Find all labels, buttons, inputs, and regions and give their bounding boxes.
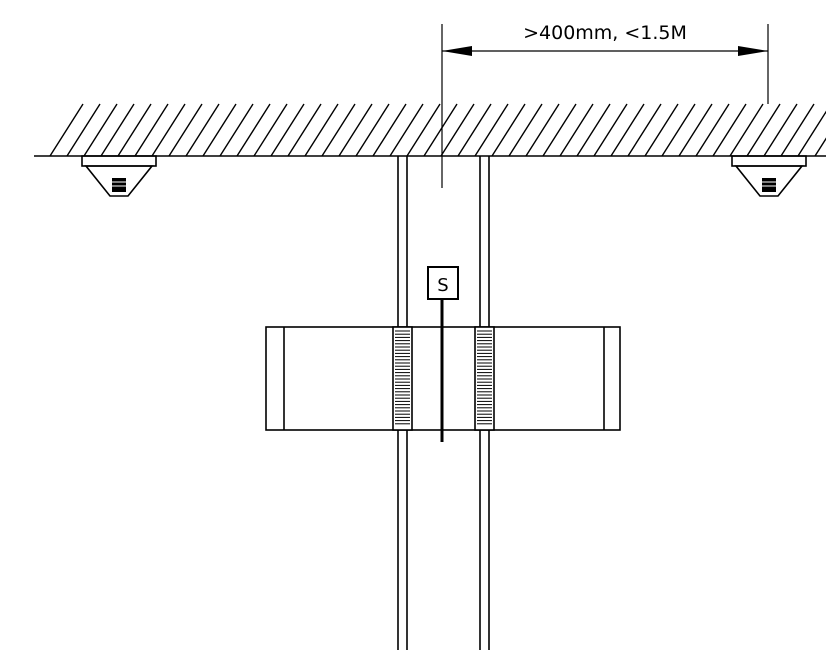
hatch-line: [372, 103, 407, 156]
hatch-line: [746, 103, 781, 156]
coupling-right: [474, 326, 495, 431]
hatch-line: [202, 103, 237, 156]
hatch-line: [185, 103, 220, 156]
hatch-line: [814, 137, 826, 156]
hatch-line: [695, 103, 730, 156]
ceiling-hatch: [34, 103, 826, 157]
dimension-arrow-left: [442, 46, 472, 56]
hatch-line: [66, 103, 101, 156]
ceiling-detector-left: [81, 155, 157, 197]
hatch-line: [576, 103, 611, 156]
hatch-line: [610, 103, 645, 156]
hatch-line: [219, 103, 254, 156]
detector-right-lens: [762, 178, 776, 192]
hatch-line: [338, 103, 373, 156]
hatch-line: [423, 103, 458, 156]
detector-left-lens: [112, 178, 126, 192]
hatch-line: [134, 103, 169, 156]
hatch-line: [661, 103, 696, 156]
hatch-line: [168, 103, 203, 156]
hatch-line: [321, 103, 356, 156]
hatch-line: [712, 103, 747, 156]
hatch-line: [542, 103, 577, 156]
sensor-label: S: [437, 275, 448, 296]
hatch-line: [508, 103, 543, 156]
hatch-line: [525, 103, 560, 156]
coupling-left: [392, 326, 413, 431]
hatch-line: [457, 103, 492, 156]
hatch-line: [440, 103, 475, 156]
hatch-line: [355, 103, 390, 156]
sensor-probe: S: [427, 266, 459, 442]
hatch-line: [253, 103, 288, 156]
hatch-line: [474, 103, 509, 156]
hatch-line: [100, 103, 135, 156]
hatch-line: [49, 103, 84, 156]
hatch-line: [763, 103, 798, 156]
hatch-line: [729, 103, 764, 156]
hatch-line: [287, 103, 322, 156]
hatch-line: [627, 103, 662, 156]
hatch-line: [304, 103, 339, 156]
hatch-line: [117, 103, 152, 156]
dimension-annotation: >400mm, <1.5M: [441, 22, 769, 188]
sensor-box: [427, 266, 459, 300]
hatch-line: [406, 103, 441, 156]
hatch-line: [593, 103, 628, 156]
hatch-line: [270, 103, 305, 156]
dimension-label: >400mm, <1.5M: [523, 22, 687, 44]
hatch-line: [83, 103, 118, 156]
hatch-line: [780, 103, 815, 156]
hatch-line: [797, 110, 826, 156]
hatch-line: [236, 103, 271, 156]
hatch-line: [678, 103, 713, 156]
hatch-line: [491, 103, 526, 156]
hatch-line: [644, 103, 679, 156]
hatch-line: [151, 103, 186, 156]
dimension-arrow-right: [738, 46, 768, 56]
ceiling-detector-right: [731, 155, 807, 197]
hatch-line: [389, 103, 424, 156]
hatch-line: [559, 103, 594, 156]
